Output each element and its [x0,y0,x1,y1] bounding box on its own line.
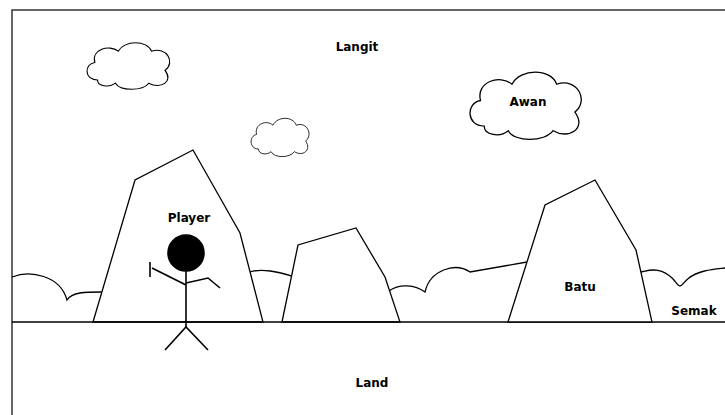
land-label: Land [356,376,389,390]
bush-shape: Semak [636,262,725,322]
rock [93,150,263,322]
cloud [87,43,170,89]
rock-shape-outline [508,180,652,322]
cloud [251,118,309,156]
bush [12,262,527,300]
player-label: Player [168,211,211,225]
stick-figure [150,235,220,350]
cloud-shape: Awan [466,68,587,140]
node-text: Awan [509,95,546,109]
frame [12,10,725,415]
rock-shape: Batu [508,180,652,322]
rock [282,228,400,322]
sky-label: Langit [336,40,379,54]
node-text: Batu [564,280,596,294]
node-text: Semak [671,304,716,318]
